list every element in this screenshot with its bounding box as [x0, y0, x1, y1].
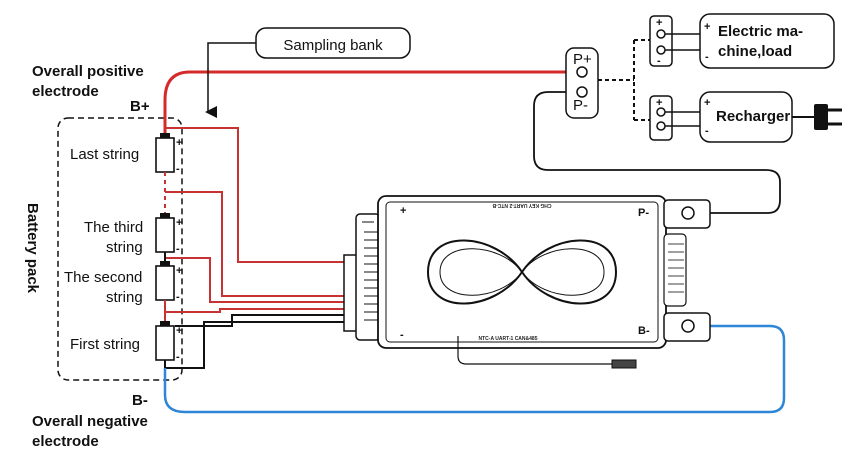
bms-p-minus-label: P- [638, 207, 649, 219]
charger-connector [649, 95, 673, 141]
cell-plus-mark: + [176, 217, 182, 229]
sampling-wires-black [164, 314, 344, 369]
p-minus-label: P- [573, 97, 588, 114]
third-string-label-1: The third [84, 219, 143, 236]
bms-top-port-labels: CHG KEY UART-2 NTC-B [492, 202, 551, 208]
load-connector [649, 15, 673, 67]
cell-third-string [155, 213, 175, 253]
cell-minus-mark: - [176, 351, 180, 363]
bms-board [343, 195, 711, 369]
cell-plus-mark: + [176, 265, 182, 277]
cell-plus-mark: + [176, 325, 182, 337]
cell-first-string [155, 321, 175, 361]
load-box-minus: - [705, 51, 709, 63]
charger-plus-mark: + [656, 97, 662, 109]
bms-plus-mark: + [400, 205, 406, 217]
b-plus-label: B+ [130, 98, 150, 115]
battery-pack-box [57, 117, 183, 381]
recharger-label: Recharger [716, 108, 790, 125]
sampling-bank-arrow [205, 42, 256, 118]
load-label-2: chine,load [718, 43, 792, 60]
bms-bottom-port-labels: NTC-A UART-1 CAN&485 [479, 336, 538, 342]
p-terminal-block [565, 47, 599, 119]
cell-minus-mark: - [176, 243, 180, 255]
overall-positive-label-2: electrode [32, 83, 99, 100]
p-minus-wire [533, 91, 781, 214]
cell-last-string [155, 133, 175, 173]
bms-minus-mark: - [400, 329, 404, 341]
load-label-1: Electric ma- [718, 23, 803, 40]
overall-negative-label-2: electrode [32, 433, 99, 450]
power-plug-icon [792, 104, 842, 130]
last-string-label: Last string [70, 146, 139, 163]
p-plus-label: P+ [573, 51, 592, 68]
third-string-label-2: string [106, 239, 143, 256]
first-string-label: First string [70, 336, 140, 353]
charger-box-minus: - [705, 125, 709, 137]
overall-negative-label-1: Overall negative [32, 413, 148, 430]
load-box [699, 13, 835, 69]
b-minus-label: B- [132, 392, 148, 409]
cell-second-string [155, 261, 175, 301]
cell-minus-mark: - [176, 291, 180, 303]
load-plus-mark: + [656, 17, 662, 29]
battery-pack-label: Battery pack [24, 203, 41, 294]
cell-minus-mark: - [176, 163, 180, 175]
load-minus-mark: - [657, 55, 661, 67]
overall-positive-label-1: Overall positive [32, 63, 144, 80]
output-dashed-links [598, 39, 650, 121]
positive-main-wire [163, 70, 572, 133]
load-box-plus: + [704, 21, 710, 33]
sampling-bank-label: Sampling bank [283, 37, 383, 54]
negative-main-wire [163, 324, 786, 414]
bms-b-minus-label: B- [638, 325, 650, 337]
sampling-wires [165, 127, 344, 313]
second-string-label-2: string [106, 289, 143, 306]
second-string-label-1: The second [64, 269, 142, 286]
charger-box-plus: + [704, 97, 710, 109]
cell-plus-mark: + [176, 137, 182, 149]
